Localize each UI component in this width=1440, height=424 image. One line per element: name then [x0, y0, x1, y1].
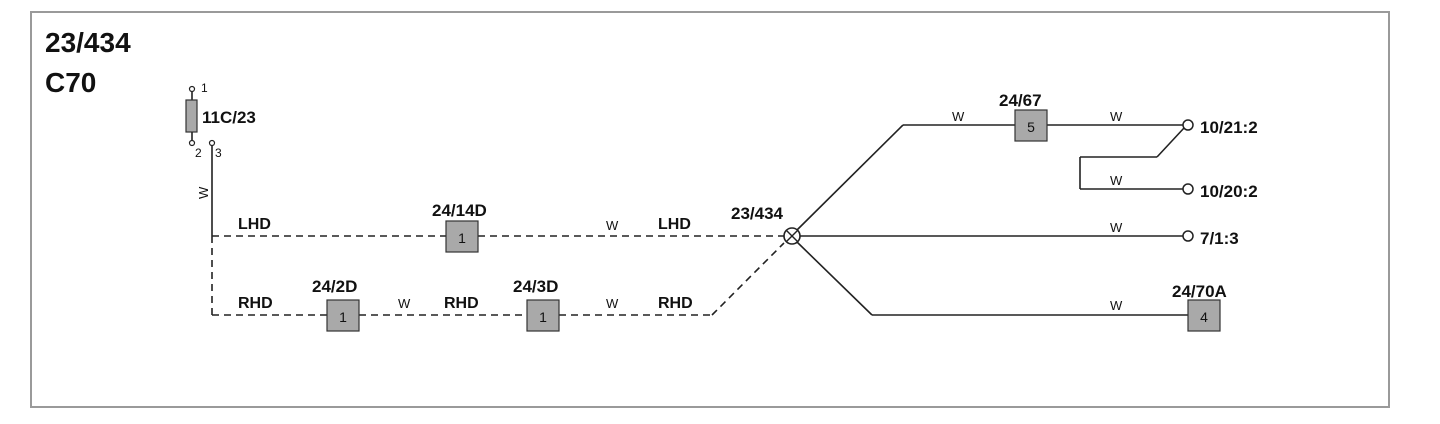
destination-7-1-3: 7/1:3 [1182, 229, 1239, 248]
rhd-label-3: RHD [658, 295, 693, 312]
fuse-label: 11C/23 [202, 108, 256, 127]
connector-24-3d-pin: 1 [539, 309, 547, 325]
splice-23-434: 23/434 [731, 204, 801, 245]
lhd-label-1: LHD [238, 216, 271, 233]
connector-24-70a-label: 24/70A [1172, 282, 1227, 301]
wire-color-7-1: W [1110, 220, 1123, 235]
connector-24-2d: 24/2D 1 [312, 277, 360, 332]
destination-10-21-2-label: 10/21:2 [1200, 118, 1258, 137]
output-wires: W W W W W [796, 109, 1188, 316]
connector-24-3d-box [526, 299, 560, 332]
lhd-label-2: LHD [658, 216, 691, 233]
connector-24-14d-pin: 1 [458, 230, 466, 246]
lhd-wire-color: W [606, 218, 619, 233]
rhd-path: RHD W RHD W RHD [211, 236, 785, 316]
page-id: 23/434 [45, 27, 131, 58]
terminal-icon [1182, 183, 1194, 195]
destination-10-20-2: 10/20:2 [1182, 182, 1258, 201]
rhd-label-1: RHD [238, 295, 273, 312]
destination-10-20-2-label: 10/20:2 [1200, 182, 1258, 201]
connector-24-3d-label: 24/3D [513, 277, 558, 296]
fuse-pin-2: 2 [195, 146, 202, 160]
lhd-path: LHD W LHD [212, 216, 784, 237]
connector-24-3d: 24/3D 1 [513, 277, 560, 332]
fuse-11c-23: 1 11C/23 2 3 [185, 81, 256, 160]
wire-color-10-20: W [1110, 173, 1123, 188]
connector-24-2d-box [326, 299, 360, 332]
connector-24-67-box [1014, 109, 1048, 142]
connector-24-14d: 24/14D 1 [432, 201, 487, 253]
rhd-wire-color-2: W [606, 296, 619, 311]
destination-7-1-3-label: 7/1:3 [1200, 229, 1239, 248]
connector-24-2d-pin: 1 [339, 309, 347, 325]
connector-24-2d-label: 24/2D [312, 277, 357, 296]
connector-24-70a-box [1187, 299, 1221, 332]
connector-24-14d-box [445, 220, 479, 253]
connector-24-14d-label: 24/14D [432, 201, 487, 220]
wire-color-24-67-out: W [1110, 109, 1123, 124]
connector-24-70a-pin: 4 [1200, 309, 1208, 325]
connector-24-67-label: 24/67 [999, 91, 1042, 110]
rhd-label-2: RHD [444, 295, 479, 312]
splice-label: 23/434 [731, 204, 784, 223]
fuse-icon [185, 99, 198, 133]
diagram-frame [30, 11, 1390, 408]
wire-color-24-67-in: W [952, 109, 965, 124]
terminal-icon [1182, 230, 1194, 242]
destination-10-21-2: 10/21:2 [1182, 118, 1258, 137]
fuse-pin-3: 3 [215, 146, 222, 160]
fuse-pin-1: 1 [201, 81, 208, 95]
wire-color-24-70a: W [1110, 298, 1123, 313]
feed-wire-color: W [196, 186, 211, 199]
connector-24-67: 24/67 5 [999, 91, 1048, 142]
rhd-wire-color-1: W [398, 296, 411, 311]
connector-24-67-pin: 5 [1027, 119, 1035, 135]
connector-24-70a: 24/70A 4 [1172, 282, 1227, 332]
model-label: C70 [45, 67, 96, 98]
terminal-icon [1182, 119, 1194, 131]
